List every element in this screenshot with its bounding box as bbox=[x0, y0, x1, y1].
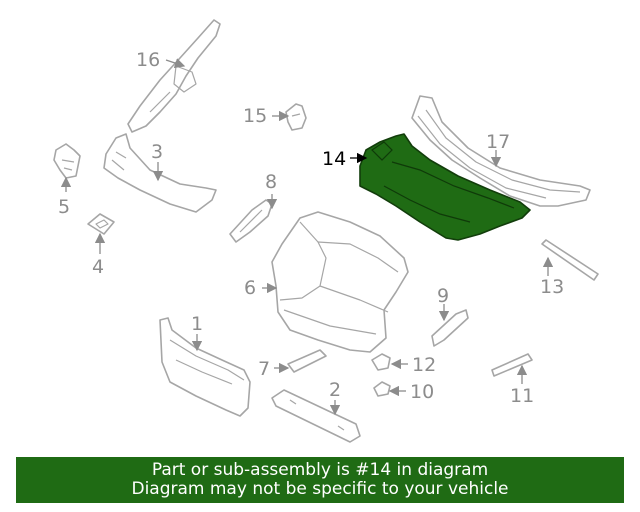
callout-12: 12 bbox=[412, 354, 436, 376]
callout-7: 7 bbox=[258, 358, 270, 380]
part-1-side-trim[interactable] bbox=[159, 317, 251, 417]
banner-line-1: Part or sub-assembly is #14 in diagram bbox=[151, 460, 489, 480]
part-17-cowl-panel[interactable] bbox=[411, 95, 591, 207]
callout-10: 10 bbox=[410, 381, 434, 403]
callout-2: 2 bbox=[329, 379, 341, 401]
callout-16: 16 bbox=[136, 49, 160, 71]
part-12-clip[interactable] bbox=[371, 353, 391, 371]
part-9-trim[interactable] bbox=[431, 309, 469, 347]
part-6-trunk-tub[interactable] bbox=[271, 211, 409, 353]
callout-5: 5 bbox=[58, 196, 70, 218]
callout-15: 15 bbox=[243, 105, 267, 127]
part-5-bracket[interactable] bbox=[53, 143, 81, 179]
part-16-pillar-trim[interactable] bbox=[127, 19, 221, 133]
part-13-strip[interactable] bbox=[541, 239, 599, 281]
part-10-clip[interactable] bbox=[373, 381, 391, 397]
part-4-clip[interactable] bbox=[87, 213, 115, 235]
callout-9: 9 bbox=[437, 285, 449, 307]
banner-line-2: Diagram may not be specific to your vehi… bbox=[131, 479, 509, 499]
part-7-strip[interactable] bbox=[287, 349, 327, 373]
part-15-bracket[interactable] bbox=[285, 103, 307, 131]
part-11-strip[interactable] bbox=[491, 353, 533, 377]
part-2-sill-plate[interactable] bbox=[271, 389, 361, 443]
callout-17: 17 bbox=[486, 131, 510, 153]
callout-11: 11 bbox=[510, 385, 534, 407]
disclaimer-banner: Part or sub-assembly is #14 in diagram D… bbox=[16, 457, 624, 503]
callout-13: 13 bbox=[540, 276, 564, 298]
callout-8: 8 bbox=[265, 171, 277, 193]
part-8-trim[interactable] bbox=[229, 199, 273, 243]
part-14-highlighted[interactable] bbox=[359, 133, 531, 241]
callout-14: 14 bbox=[322, 148, 346, 170]
callout-6: 6 bbox=[244, 277, 256, 299]
parts-diagram: 16 3 5 4 15 17 14 8 6 1 7 2 12 10 9 13 1… bbox=[53, 19, 599, 443]
callout-4: 4 bbox=[92, 256, 104, 278]
callout-1: 1 bbox=[191, 313, 203, 335]
part-3-trim-panel[interactable] bbox=[103, 133, 217, 213]
leader-lines bbox=[60, 58, 554, 416]
callout-3: 3 bbox=[151, 141, 163, 163]
